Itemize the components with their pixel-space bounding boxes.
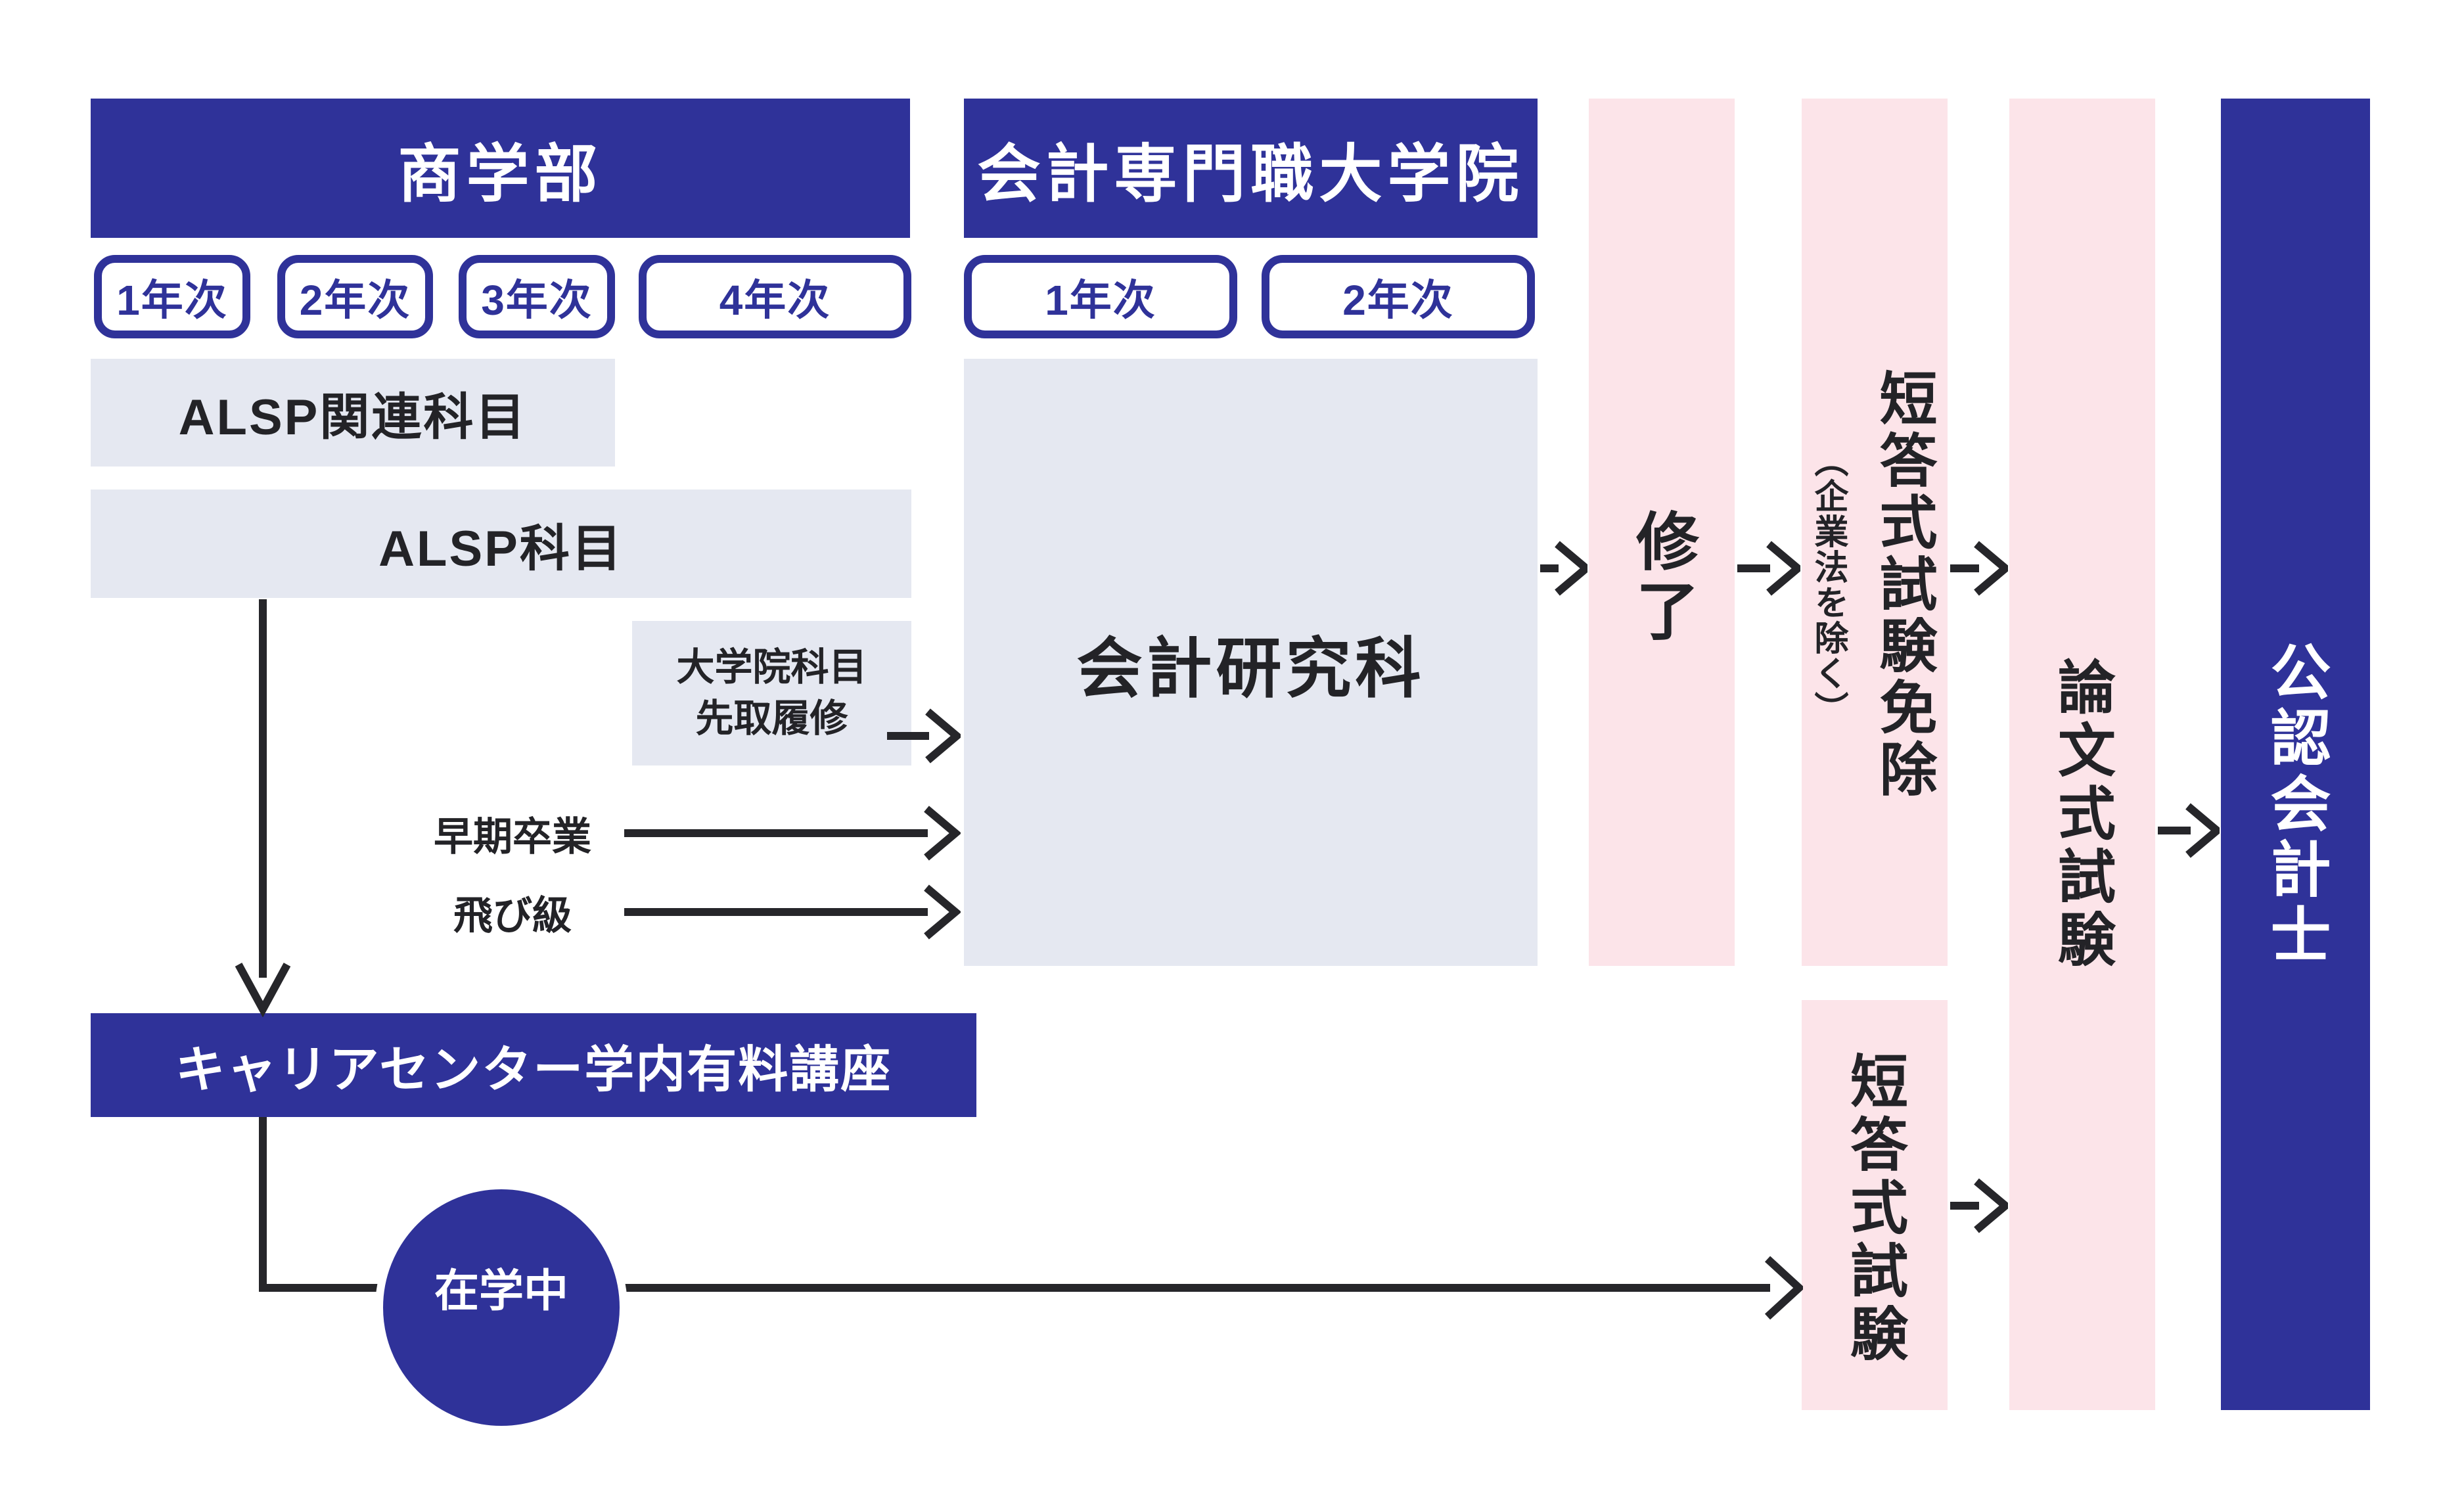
accounting-grad-school-header: 会計専門職大学院 <box>964 99 1538 238</box>
arrow-early-graduation-to-dept <box>624 806 961 861</box>
short-answer-exam-box <box>1802 1000 1948 1410</box>
arrow-grad-advance-to-dept <box>887 708 961 764</box>
career-center-course-box: キャリアセンター学内有料講座 <box>91 1013 976 1117</box>
essay-exam-column <box>2009 99 2155 1410</box>
short-answer-exemption-text: 短答式試験免除 （企業法を除く） <box>1802 263 1948 907</box>
grad-course-advance-line1: 大学院科目 <box>676 645 867 689</box>
undergrad-year-1-badge: 1年次 <box>94 255 250 338</box>
cpa-column <box>2221 99 2370 1410</box>
short-answer-exemption-label: 短答式試験免除 <box>1871 369 1936 801</box>
exemption-note-label: （企業法を除く） <box>1809 443 1847 727</box>
short-answer-exemption-column <box>1802 99 1948 966</box>
arrow-alsp-down-to-career-center <box>235 599 291 1017</box>
completion-column <box>1589 99 1735 966</box>
arrow-grade-skipping-to-dept <box>624 884 961 940</box>
faculty-of-commerce-header: 商学部 <box>91 99 910 238</box>
cpa-label: 公認会計士 <box>2262 641 2329 969</box>
grad-year-2-badge: 2年次 <box>1262 255 1535 338</box>
undergrad-year-4-badge: 4年次 <box>639 255 911 338</box>
arrow-completion-to-exemption <box>1737 541 1800 596</box>
grad-course-advance-box: 大学院科目 先取履修 <box>632 621 911 765</box>
arrow-short-answer-exam-to-essay-exam <box>1950 1178 2008 1233</box>
short-answer-exam-label: 短答式試験 <box>1842 1051 1907 1367</box>
accounting-research-dept-box: 会計研究科 <box>964 359 1538 966</box>
alsp-related-subjects-box: ALSP関連科目 <box>91 359 615 467</box>
completion-label: 修了 <box>1626 509 1697 648</box>
grad-course-advance-line2: 先取履修 <box>695 697 848 740</box>
early-graduation-label: 早期卒業 <box>434 814 591 859</box>
grade-skipping-label: 飛び級 <box>453 893 572 938</box>
arrow-career-center-to-short-answer-exam <box>259 1117 1803 1320</box>
arrow-essay-exam-to-cpa <box>2158 803 2220 858</box>
alsp-subjects-box: ALSP科目 <box>91 490 911 598</box>
arrow-exemption-to-essay-exam <box>1950 541 2008 596</box>
arrow-dept-to-completion <box>1540 541 1587 596</box>
undergrad-year-2-badge: 2年次 <box>277 255 433 338</box>
grad-year-1-badge: 1年次 <box>964 255 1237 338</box>
enrolled-label: 在学中 <box>434 1266 568 1316</box>
undergrad-year-3-badge: 3年次 <box>459 255 615 338</box>
essay-exam-label: 論文式試験 <box>2049 657 2115 972</box>
enrolled-circle: 在学中 <box>375 1181 627 1434</box>
